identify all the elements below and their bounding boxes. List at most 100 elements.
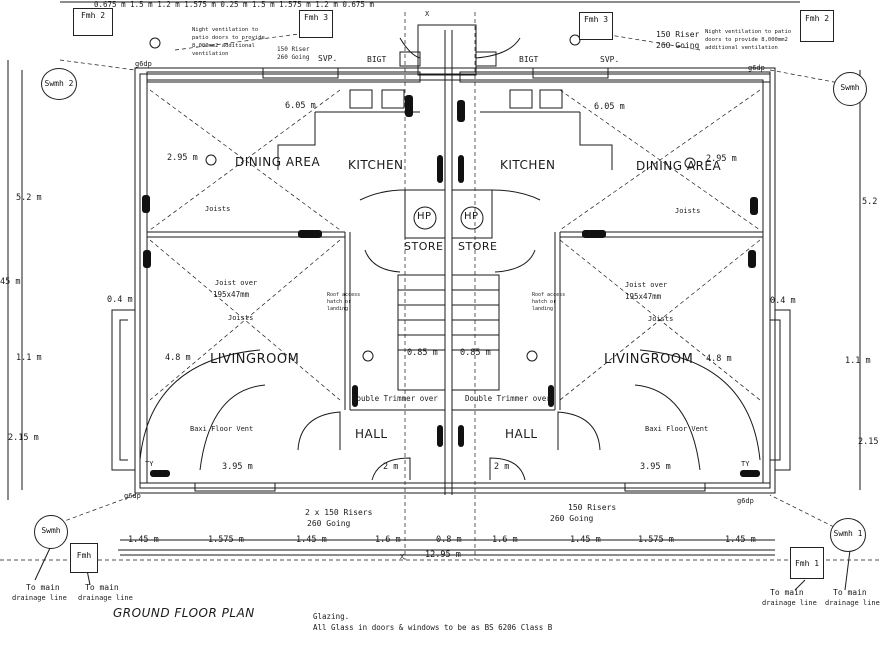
- manhole-swmh1: Swmh 1: [830, 518, 866, 552]
- double-trimmer-right: Double Trimmer over: [465, 394, 551, 403]
- rwp-tag-top-right: g6dp: [748, 64, 765, 72]
- dim-right-outer-2: 0.4 m: [770, 296, 796, 306]
- night-vent-note-right: Night ventilation to patio doors to prov…: [705, 29, 792, 51]
- drainage-line-2: drainage line: [78, 594, 133, 602]
- night-vent-note-left: Night ventilation to patio doors to prov…: [192, 27, 265, 57]
- svp-label-left: SVP.: [318, 54, 338, 63]
- section-x-top: X: [425, 10, 430, 18]
- dim-hall-right: 2 m: [494, 462, 510, 472]
- dim-store-width-right: 0.85 m: [460, 348, 491, 358]
- dim-bottom-8: 1.575 m: [638, 535, 674, 545]
- joist-size-right: 195x47mm: [625, 292, 662, 301]
- joists-label-1: Joists: [205, 205, 231, 213]
- room-label-dining-left: DINING AREA: [235, 155, 321, 169]
- drainage-line-1: drainage line: [12, 594, 67, 602]
- manhole-swmh2-right: Swmh: [833, 72, 867, 106]
- dim-bottom-9: 1.45 m: [725, 535, 756, 545]
- dim-dining-depth-left: 2.95 m: [167, 153, 198, 163]
- joists-label-4: Joists: [648, 315, 674, 323]
- to-main-4: To main: [833, 588, 867, 597]
- manhole-fmh2-right: Fmh 2: [800, 10, 834, 42]
- plan-title: GROUND FLOOR PLAN: [113, 606, 255, 620]
- joist-over-left: Joist over: [215, 279, 258, 287]
- room-label-store-right: STORE: [458, 240, 498, 253]
- joist-size-left: 195x47mm: [213, 290, 250, 299]
- manhole-fmh2-left: Fmh 2: [73, 8, 113, 36]
- dim-overall: 12.95 m: [425, 550, 461, 560]
- rwp-tag-top-left: g6dp: [135, 60, 152, 68]
- glazing-note-heading: Glazing.: [313, 612, 350, 621]
- joists-label-2: Joists: [675, 207, 701, 215]
- bigt-label-right: BIGT: [519, 55, 539, 64]
- dim-left-outer-3: 1.1 m: [16, 353, 42, 363]
- dim-bottom-4: 1.6 m: [375, 535, 401, 545]
- going-note-bottom-left: 260 Going: [307, 519, 351, 528]
- dim-left-outer-2: 0.4 m: [107, 295, 133, 305]
- rwp-tag-bottom-right: g6dp: [737, 497, 754, 505]
- drainage-line-4: drainage line: [825, 599, 880, 607]
- dim-bottom-5: 0.8 m: [436, 535, 462, 545]
- roof-note-left: Roof access hatch or landing: [327, 292, 361, 312]
- dim-dining-width-right: 6.05 m: [594, 102, 625, 112]
- dim-right-outer-3: 1.1 m: [845, 356, 871, 366]
- dim-bottom-1: 1.45 m: [128, 535, 159, 545]
- drainage-line-3: drainage line: [762, 599, 817, 607]
- riser-note-top-left: 150 Riser 260 Going: [277, 46, 310, 61]
- bigt-label-left: BIGT: [367, 55, 387, 64]
- dim-right-outer-4: 2.15: [858, 437, 879, 447]
- manhole-fmh3-left: Fmh 3: [299, 10, 333, 38]
- baxi-vent-left: Baxi Floor Vent: [190, 425, 254, 433]
- manhole-swmh-bottom-left: Swmh: [34, 515, 68, 549]
- dim-dining-width-left: 6.05 m: [285, 101, 316, 111]
- risers-note-bottom-left: 2 x 150 Risers: [305, 508, 373, 517]
- dim-left-outer-1: 5.2 m: [16, 193, 42, 203]
- manhole-swmh2-left: Swmh 2: [41, 68, 77, 100]
- glazing-note-text: All Glass in doors & windows to be as BS…: [313, 623, 553, 632]
- to-main-1: To main: [26, 583, 60, 592]
- dim-dining-depth-right: 2.95 m: [706, 154, 737, 164]
- joist-over-right: Joist over: [625, 281, 668, 289]
- dim-bottom-2: 1.575 m: [208, 535, 244, 545]
- dim-left-total: 45 m: [0, 277, 21, 287]
- to-main-3: To main: [770, 588, 804, 597]
- room-label-store-left: STORE: [404, 240, 444, 253]
- manhole-fmh-bottom: Fmh: [70, 543, 98, 573]
- dim-living-width-right: 4.8 m: [706, 354, 732, 364]
- hp-label-left: HP: [417, 211, 432, 222]
- dim-left-outer-4: 2.15 m: [8, 433, 39, 443]
- joists-label-3: Joists: [228, 314, 254, 322]
- dim-living-bay-right: 3.95 m: [640, 462, 671, 472]
- section-x-bottom: X: [400, 553, 405, 561]
- baxi-vent-right: Baxi Floor Vent: [645, 425, 709, 433]
- rwp-tag-bottom-left: g6dp: [124, 492, 141, 500]
- dim-right-outer-1: 5.2: [862, 197, 878, 207]
- dim-store-width-left: 0.85 m: [407, 348, 438, 358]
- ty-tag-right: TY: [741, 460, 750, 468]
- top-dimension-row: 0.675 m 1.5 m 1.2 m 1.575 m 0.25 m 1.5 m…: [94, 0, 374, 9]
- dim-living-bay-left: 3.95 m: [222, 462, 253, 472]
- dim-bottom-7: 1.45 m: [570, 535, 601, 545]
- going-note-top-right: 260 Going: [656, 41, 700, 50]
- to-main-2: To main: [85, 583, 119, 592]
- dim-bottom-3: 1.45 m: [296, 535, 327, 545]
- svp-label-right: SVP.: [600, 55, 620, 64]
- dim-hall-left: 2 m: [383, 462, 399, 472]
- risers-note-bottom-right: 150 Risers: [568, 503, 617, 512]
- room-label-dining-right: DINING AREA: [636, 159, 722, 173]
- room-label-hall-left: HALL: [355, 427, 388, 441]
- room-label-kitchen-left: KITCHEN: [348, 158, 404, 172]
- hp-label-right: HP: [464, 211, 479, 222]
- room-label-kitchen-right: KITCHEN: [500, 158, 556, 172]
- room-label-living-right: LIVINGROOM: [604, 352, 694, 367]
- manhole-fmh1: Fmh 1: [790, 547, 824, 579]
- dim-living-width-left: 4.8 m: [165, 353, 191, 363]
- room-label-hall-right: HALL: [505, 427, 538, 441]
- double-trimmer-left: Double Trimmer over: [352, 394, 438, 403]
- going-note-bottom-right: 260 Going: [550, 514, 594, 523]
- ty-tag-left: TY: [145, 460, 154, 468]
- roof-note-right: Roof access hatch or landing: [532, 292, 566, 312]
- riser-note-top-right: 150 Riser: [656, 30, 700, 39]
- room-label-living-left: LIVINGROOM: [210, 352, 300, 367]
- dim-bottom-6: 1.6 m: [492, 535, 518, 545]
